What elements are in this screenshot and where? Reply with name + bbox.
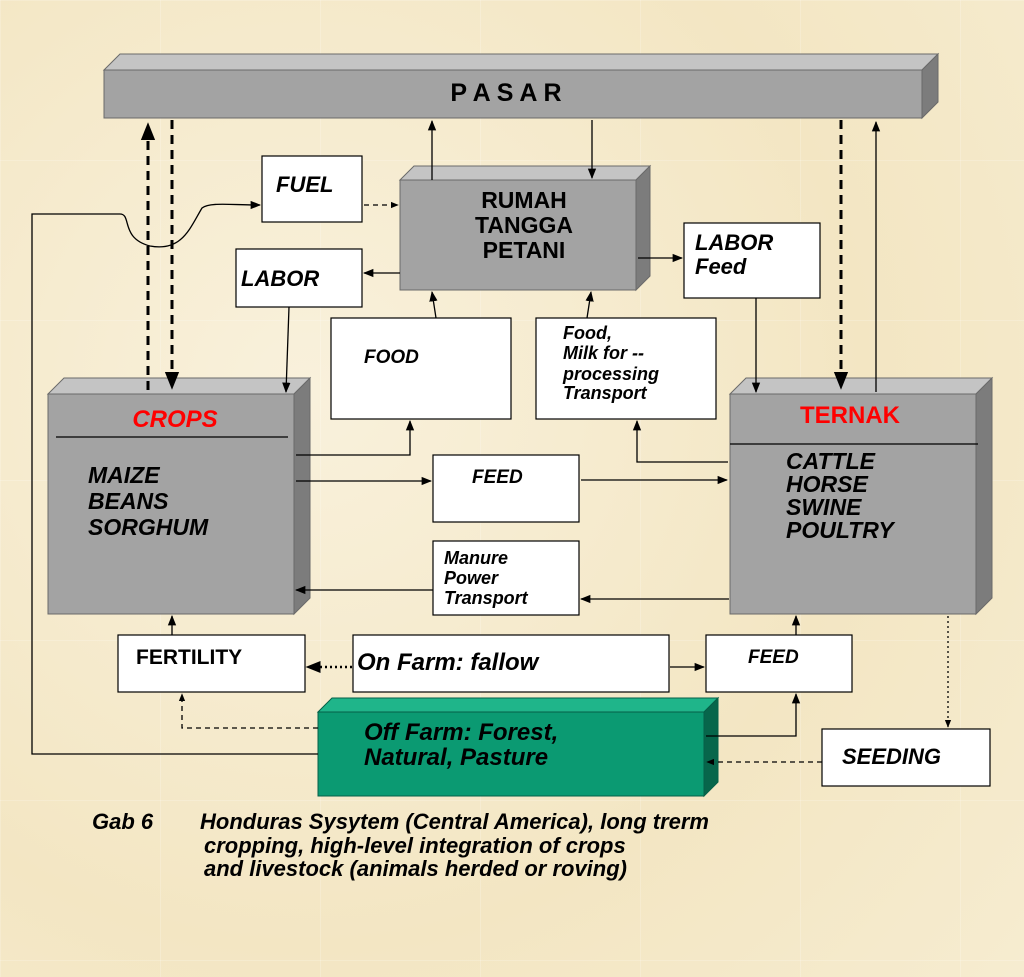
crops-item-sorghum: SORGHUM bbox=[88, 514, 209, 540]
food-milk-box: Food, Milk for -- processing Transport bbox=[535, 317, 717, 420]
caption-line-1: Honduras Sysytem (Central America), long… bbox=[200, 809, 709, 834]
labor-left-box: LABOR bbox=[235, 248, 363, 308]
labor-feed-box: LABOR Feed bbox=[683, 222, 821, 299]
off-farm-line-1: Off Farm: Forest, bbox=[364, 719, 558, 746]
manure-line-2: Power bbox=[444, 568, 499, 588]
pasar-bar: P A S A R bbox=[102, 52, 940, 120]
on-farm-label: On Farm: fallow bbox=[357, 649, 540, 676]
caption-line-3: and livestock (animals herded or roving) bbox=[204, 856, 627, 881]
crops-box: CROPS MAIZE BEANS SORGHUM bbox=[46, 376, 312, 616]
food-milk-line-1: Food, bbox=[563, 323, 612, 343]
fertility-box: FERTILITY bbox=[117, 634, 306, 693]
on-farm-box: On Farm: fallow bbox=[352, 634, 670, 693]
crops-item-beans: BEANS bbox=[88, 488, 169, 514]
feed-mid-label: FEED bbox=[472, 467, 523, 488]
feed-low-box: FEED bbox=[705, 634, 853, 693]
ternak-box: TERNAK CATTLE HORSE SWINE POULTRY bbox=[728, 376, 994, 616]
food-box: FOOD bbox=[330, 317, 512, 420]
off-farm-box: Off Farm: Forest, Natural, Pasture bbox=[316, 696, 720, 798]
ternak-item-swine: SWINE bbox=[786, 494, 862, 520]
seeding-label: SEEDING bbox=[842, 744, 941, 769]
crops-title: CROPS bbox=[132, 406, 217, 433]
caption-line-2: cropping, high-level integration of crop… bbox=[204, 833, 626, 858]
manure-line-3: Transport bbox=[444, 588, 529, 608]
manure-line-1: Manure bbox=[444, 548, 508, 568]
pasar-label: P A S A R bbox=[450, 79, 561, 107]
caption: Gab 6 Honduras Sysytem (Central America)… bbox=[92, 809, 709, 881]
ternak-item-cattle: CATTLE bbox=[786, 448, 876, 474]
crops-item-maize: MAIZE bbox=[88, 462, 160, 488]
connectors bbox=[31, 119, 952, 766]
feed-low-label: FEED bbox=[748, 647, 799, 668]
manure-box: Manure Power Transport bbox=[432, 540, 580, 616]
seeding-box: SEEDING bbox=[821, 728, 991, 787]
food-milk-line-3: processing bbox=[562, 364, 659, 384]
rumah-tangga-box: RUMAH TANGGA PETANI bbox=[398, 164, 652, 292]
labor-feed-line-1: LABOR bbox=[695, 230, 773, 255]
rumah-line-1: RUMAH bbox=[481, 187, 567, 213]
fuel-box: FUEL bbox=[261, 155, 363, 223]
labor-feed-line-2: Feed bbox=[695, 254, 747, 279]
fuel-label: FUEL bbox=[276, 172, 333, 197]
food-milk-line-4: Transport bbox=[563, 383, 648, 403]
ternak-item-horse: HORSE bbox=[786, 471, 868, 497]
fertility-label: FERTILITY bbox=[136, 646, 242, 669]
caption-gab: Gab 6 bbox=[92, 809, 154, 834]
labor-left-label: LABOR bbox=[241, 266, 319, 291]
food-label: FOOD bbox=[364, 347, 419, 368]
rumah-line-3: PETANI bbox=[483, 237, 566, 263]
off-farm-line-2: Natural, Pasture bbox=[364, 744, 548, 771]
food-milk-line-2: Milk for -- bbox=[563, 343, 644, 363]
rumah-line-2: TANGGA bbox=[475, 212, 573, 238]
feed-mid-box: FEED bbox=[432, 454, 580, 523]
ternak-title: TERNAK bbox=[800, 402, 901, 429]
ternak-item-poultry: POULTRY bbox=[786, 517, 896, 543]
